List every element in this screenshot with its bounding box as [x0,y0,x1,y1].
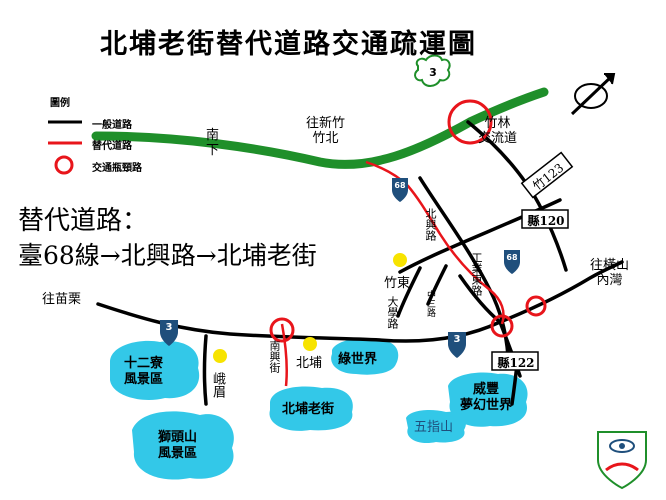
place-twelve-liao: 十二寮 風景區 [124,356,164,387]
county-120-label: 縣120 [527,214,565,228]
place-zhudong: 竹東 [384,276,411,291]
road-provincial-3[interactable] [96,302,502,343]
shitoushan-area[interactable] [132,411,234,480]
place-beipu: 北埔 [296,356,323,371]
place-emei: 峨眉 [210,372,225,398]
legend-bottleneck-label: 交通瓶頸路 [92,163,142,174]
industrial-east-road-label: 工業東路 [470,252,483,296]
bottleneck-hengshan[interactable] [525,295,547,317]
shield-68-b-label: 68 [506,253,518,262]
national-highway-3-north[interactable] [91,87,549,169]
zhongsan-road-label: 中三路 [425,290,435,317]
place-beipu-old-street: 北埔老街 [282,402,335,417]
green-world-area[interactable] [331,338,399,375]
county-122-box[interactable] [491,351,539,371]
bottleneck-beipu[interactable] [269,317,295,343]
legend-general-label: 一般道路 [92,120,132,131]
county-120-box[interactable] [521,209,569,229]
road-industrial-east[interactable] [458,274,502,324]
daxue-road-label: 大學路 [386,296,399,329]
beixing-road-label: 北興路 [424,208,437,241]
place-wuzhishan: 五指山 [414,420,454,435]
direction-to-hengshan: 往橫山 內灣 [590,258,630,288]
direction-to-miaoli: 往苗栗 [42,292,82,307]
town-dot-beipu[interactable] [303,337,317,351]
shield-3-left-label: 3 [165,322,173,333]
direction-to-xinzhu: 往新竹 竹北 [306,116,346,146]
legend-bottleneck-icon [54,155,74,175]
page-title: 北埔老街替代道路交通疏運圖 [100,29,477,60]
road-daxue[interactable] [396,266,422,318]
alternate-route-text: 臺68線→北興路→北埔老街 [18,241,317,270]
alternate-route-title: 替代道路： [18,206,149,236]
direction-to-zhulin: 竹林 交流道 [478,116,518,146]
shield-68-b[interactable] [504,250,520,274]
road-to-hengshan[interactable] [498,260,624,324]
direction-south: 南 下 [206,128,220,158]
shield-68-a-label: 68 [394,181,406,190]
compass-icon [570,73,616,116]
legend-heading: 圖例 [50,98,70,109]
town-dot-zhudong[interactable] [393,253,407,267]
shield-3-top-label: 3 [429,66,437,79]
emblem-icon [597,431,647,490]
shield-3-right[interactable] [448,332,466,358]
shield-3-top[interactable] [414,54,451,87]
bottleneck-markers [269,99,547,343]
wuzhishan-area[interactable] [406,410,466,444]
place-xianyi-dream: 威豐 夢幻世界 [460,382,513,413]
route-shields [160,54,520,358]
shield-68-a[interactable] [392,178,408,202]
zhu-123-box[interactable] [520,151,574,199]
town-dots [213,253,407,363]
county-122-label: 縣122 [497,356,535,370]
twelve-liao-area[interactable] [110,340,200,400]
road-zhongsan[interactable] [426,264,448,306]
bottleneck-zhulin-interchange[interactable] [447,99,493,145]
beipu-old-street-area[interactable] [269,386,353,431]
place-shitoushan: 獅頭山 風景區 [158,430,198,461]
xianyi-dream-area[interactable] [448,372,528,427]
shield-3-left[interactable] [160,320,178,346]
alternate-road-beipu[interactable] [280,323,289,387]
town-dot-emei[interactable] [213,349,227,363]
bottleneck-county-122[interactable] [490,314,514,338]
legend-alternate-label: 替代道路 [92,141,132,152]
nanxing-street-label: 南興街 [268,340,281,373]
place-green-world: 綠世界 [338,352,378,367]
shield-3-right-label: 3 [453,334,461,345]
road-emei[interactable] [202,334,208,406]
